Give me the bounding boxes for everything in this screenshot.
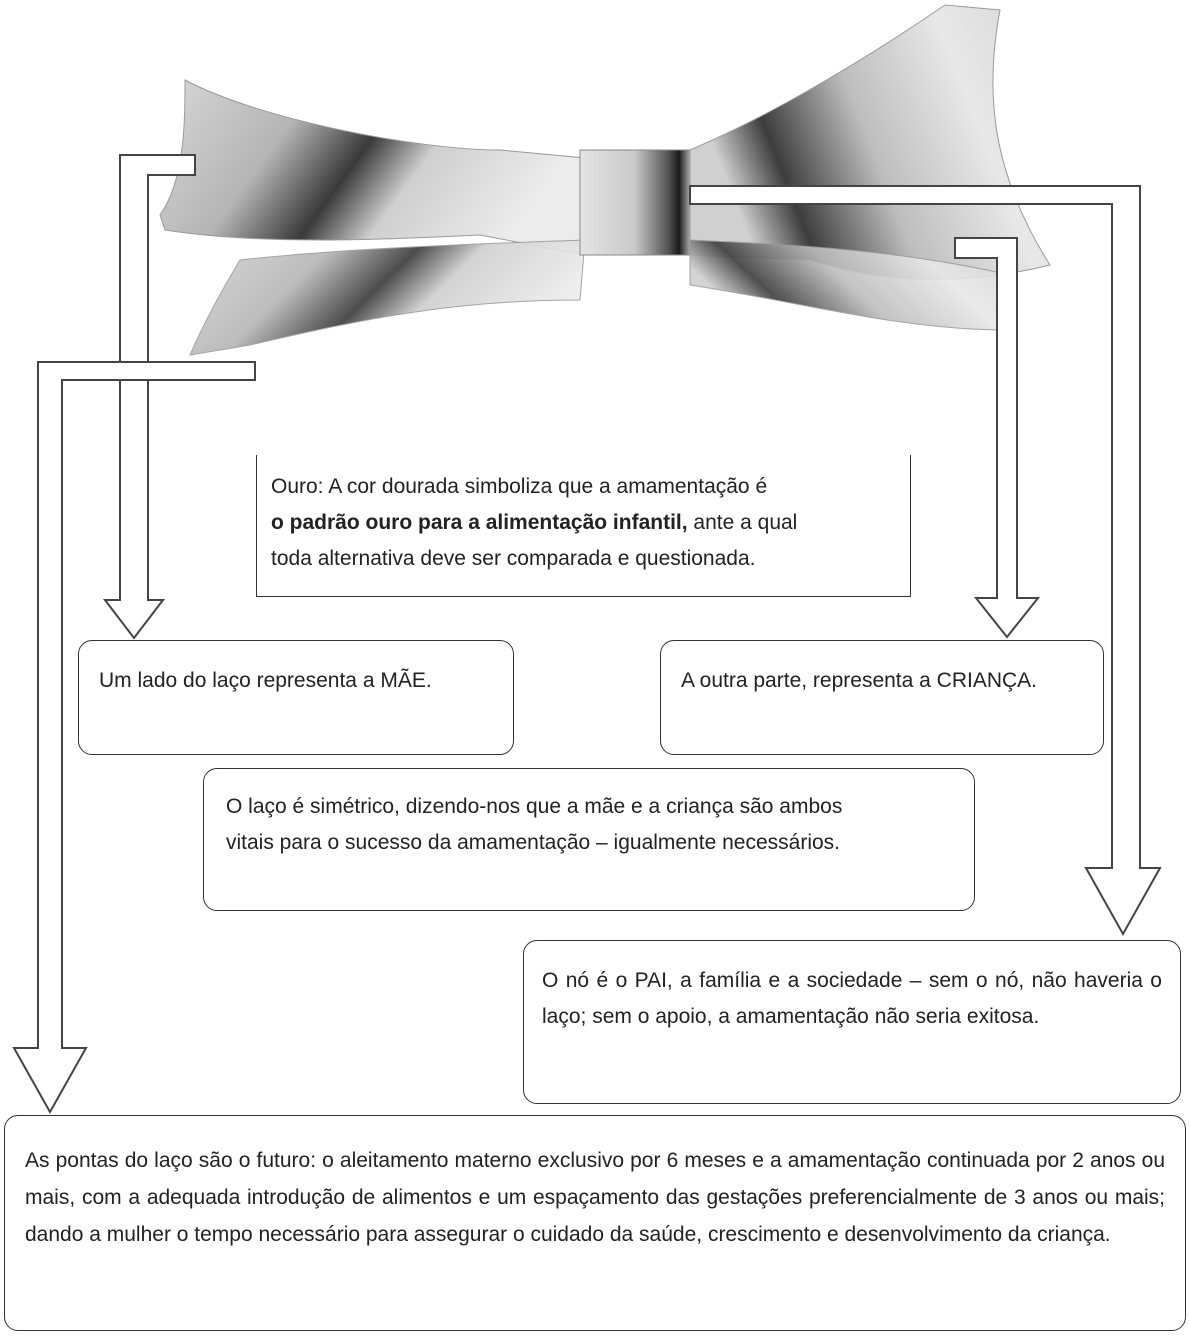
ribbon-ends-box: As pontas do laço são o futuro: o aleita… xyxy=(4,1115,1186,1331)
arrow-to-no xyxy=(689,185,1162,937)
gold-text-line2-rest: ante a qual xyxy=(687,511,798,534)
bow-ribbon-icon xyxy=(159,4,1051,356)
arrow-to-pontas xyxy=(12,361,256,1115)
arrow-to-crianca xyxy=(954,237,1041,639)
mother-side-text: Um lado do laço representa a MÃE. xyxy=(99,669,432,692)
gold-text-line3: toda alternativa deve ser comparada e qu… xyxy=(271,547,756,570)
knot-text: O nó é o PAI, a família e a sociedade – … xyxy=(542,969,1162,1028)
mother-side-box: Um lado do laço representa a MÃE. xyxy=(78,640,514,755)
gold-text-line2: o padrão ouro para a alimentação infanti… xyxy=(271,505,896,541)
gold-meaning-box: Ouro: A cor dourada simboliza que a amam… xyxy=(256,455,911,597)
child-side-text: A outra parte, representa a CRIANÇA. xyxy=(681,669,1038,692)
symmetry-box: O laço é simétrico, dizendo-nos que a mã… xyxy=(203,768,975,911)
ribbon-ends-text: As pontas do laço são o futuro: o aleita… xyxy=(25,1149,1165,1246)
gold-standard-emphasis: o padrão ouro para a alimentação infanti… xyxy=(271,511,688,534)
symmetry-text-line2: vitais para o sucesso da amamentação – i… xyxy=(226,831,841,854)
symmetry-text-line1: O laço é simétrico, dizendo-nos que a mã… xyxy=(226,795,843,818)
child-side-box: A outra parte, representa a CRIANÇA. xyxy=(660,640,1104,755)
knot-box: O nó é o PAI, a família e a sociedade – … xyxy=(523,940,1181,1104)
arrow-to-mae xyxy=(102,154,196,640)
gold-text-line1: Ouro: A cor dourada simboliza que a amam… xyxy=(271,475,768,498)
